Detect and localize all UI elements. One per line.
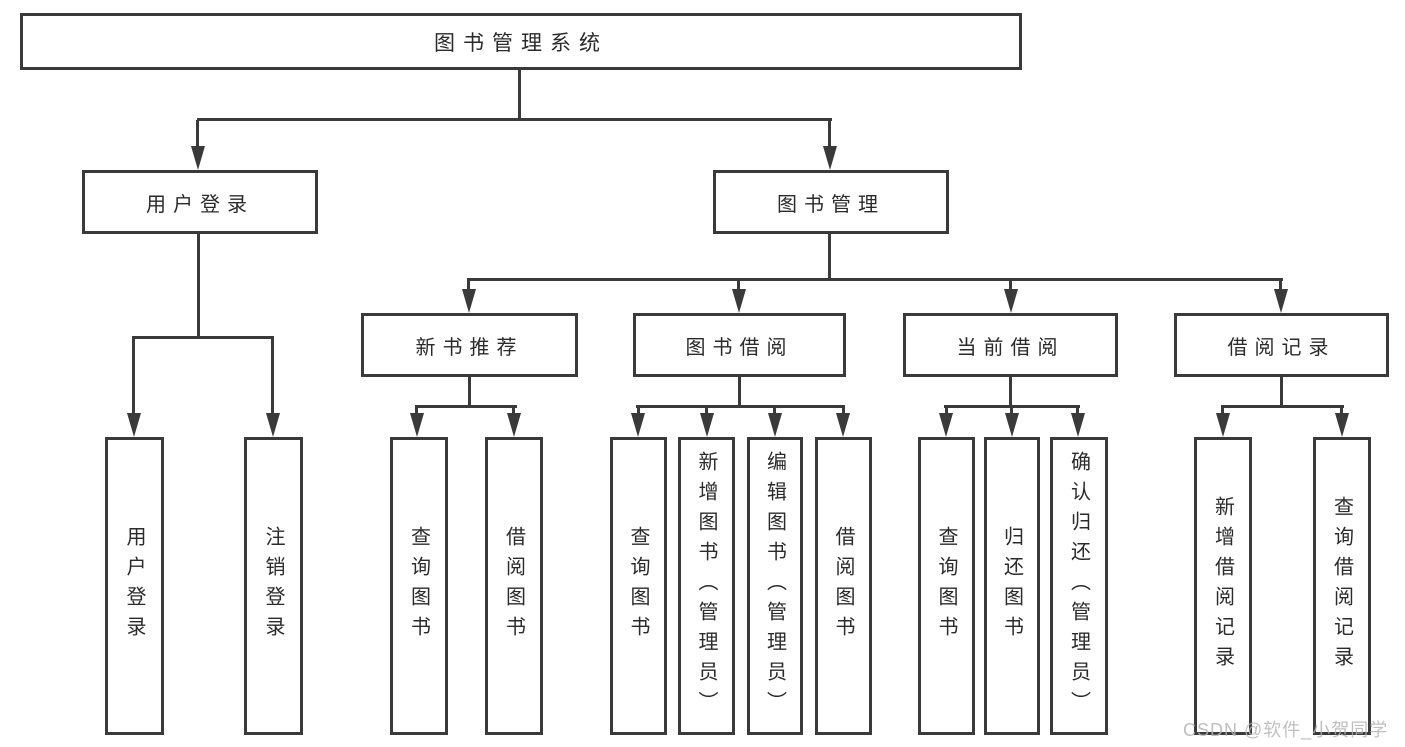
connector-stem [637, 407, 640, 415]
leaf-confirm-return-admin: 确认归还（管理员） [1050, 437, 1108, 735]
arrow-new-book [462, 289, 476, 313]
csdn-watermark: CSDN @软件_小贺同学 [1183, 720, 1389, 740]
arrow-book-mgmt [823, 146, 837, 170]
leaf-add-book-admin: 新增图书（管理员） [678, 437, 735, 735]
leaf-query-books-current-label: 查询图书 [935, 526, 957, 646]
leaf-edit-book-admin: 编辑图书（管理员） [747, 437, 803, 735]
leaf-add-borrow-record: 新增借阅记录 [1194, 437, 1252, 735]
connector-current-borrow-trunk [1009, 377, 1012, 408]
arrow-leaf [768, 413, 782, 437]
connector-book-borrow-trunk [738, 377, 741, 408]
node-book-borrow-label: 图书借阅 [685, 336, 794, 359]
arrow-current-borrow [1004, 289, 1018, 313]
connector-stem [1076, 407, 1079, 415]
connector-stem [1340, 407, 1343, 415]
arrow-user-login [191, 146, 205, 170]
arrow-leaf [410, 413, 424, 437]
leaf-query-books-borrow-label: 查询图书 [627, 526, 649, 646]
connector-root-split [197, 118, 832, 121]
arrow-leaf [631, 413, 645, 437]
leaf-query-borrow-record-label: 查询借阅记录 [1330, 496, 1353, 676]
connector-new-book-trunk [468, 377, 471, 408]
arrow-leaf [939, 413, 953, 437]
connector-current-borrow-split [944, 405, 1080, 408]
arrow-leaf-logout [266, 413, 280, 437]
leaf-borrow-books: 借阅图书 [815, 437, 872, 735]
leaf-return-books-label: 归还图书 [1000, 526, 1023, 646]
connector-book-mgmt-trunk [828, 234, 831, 281]
leaf-query-borrow-record: 查询借阅记录 [1313, 437, 1371, 735]
node-current-borrow-label: 当前借阅 [956, 336, 1065, 359]
leaf-add-book-admin-label: 新增图书（管理员） [695, 451, 717, 721]
connector-new-book-split [415, 405, 517, 408]
arrow-leaf [700, 413, 714, 437]
arrow-leaf-user-login [127, 413, 141, 437]
leaf-confirm-return-admin-label: 确认归还（管理员） [1067, 451, 1090, 721]
connector-user-login-trunk [197, 234, 200, 339]
connector-stem-borrow-records [1279, 280, 1282, 291]
connector-borrow-records-trunk [1280, 377, 1283, 408]
connector-book-mgmt-split [467, 278, 1283, 281]
leaf-borrow-books-label: 借阅图书 [832, 526, 854, 646]
node-book-management: 图书管理 [713, 170, 949, 234]
leaf-query-books-recommend-label: 查询图书 [407, 526, 430, 646]
connector-borrow-records-split [1221, 405, 1344, 408]
node-root: 图书管理系统 [20, 13, 1022, 70]
connector-user-login-split [132, 336, 274, 339]
leaf-return-books: 归还图书 [984, 437, 1040, 735]
connector-stem-book-borrow [737, 280, 740, 291]
connector-stem-user-login [196, 120, 199, 148]
connector-stem-book-mgmt [828, 120, 831, 148]
leaf-borrow-books-recommend: 借阅图书 [485, 437, 543, 735]
arrow-leaf [1005, 413, 1019, 437]
leaf-query-books-borrow: 查询图书 [610, 437, 667, 735]
connector-stem [512, 407, 515, 415]
connector-stem [945, 407, 948, 415]
arrow-borrow-records [1274, 289, 1288, 313]
leaf-add-borrow-record-label: 新增借阅记录 [1211, 496, 1234, 676]
leaf-logout-label: 注销登录 [262, 526, 284, 646]
leaf-user-login: 用户登录 [105, 437, 164, 735]
connector-stem [1221, 407, 1224, 415]
connector-stem-leaf-logout [271, 338, 274, 415]
leaf-edit-book-admin-label: 编辑图书（管理员） [763, 451, 786, 721]
node-current-borrow: 当前借阅 [903, 313, 1118, 377]
connector-stem [842, 407, 845, 415]
node-new-book-recommend: 新书推荐 [361, 313, 578, 377]
node-book-management-label: 图书管理 [777, 193, 885, 216]
leaf-logout: 注销登录 [244, 437, 303, 735]
node-borrow-records-label: 借阅记录 [1227, 336, 1336, 359]
connector-stem-new-book [467, 280, 470, 291]
arrow-leaf [1335, 413, 1349, 437]
arrow-leaf [1071, 413, 1085, 437]
node-book-borrow: 图书借阅 [633, 313, 846, 377]
node-new-book-recommend-label: 新书推荐 [415, 336, 524, 359]
connector-stem [773, 407, 776, 415]
node-root-label: 图书管理系统 [434, 31, 608, 55]
leaf-query-books-recommend: 查询图书 [390, 437, 448, 735]
connector-stem [705, 407, 708, 415]
connector-stem-current-borrow [1009, 280, 1012, 291]
leaf-borrow-books-recommend-label: 借阅图书 [502, 526, 525, 646]
leaf-query-books-current: 查询图书 [918, 437, 975, 735]
node-user-login-label: 用户登录 [146, 193, 254, 216]
connector-book-borrow-split [636, 405, 845, 408]
leaf-user-login-label: 用户登录 [123, 526, 145, 646]
arrow-book-borrow [732, 289, 746, 313]
connector-stem [415, 407, 418, 415]
connector-stem [1010, 407, 1013, 415]
arrow-leaf [836, 413, 850, 437]
connector-root-trunk [518, 70, 521, 119]
connector-stem-leaf-user-login [132, 338, 135, 415]
arrow-leaf [507, 413, 521, 437]
node-borrow-records: 借阅记录 [1174, 313, 1389, 377]
node-user-login: 用户登录 [82, 170, 318, 234]
arrow-leaf [1216, 413, 1230, 437]
